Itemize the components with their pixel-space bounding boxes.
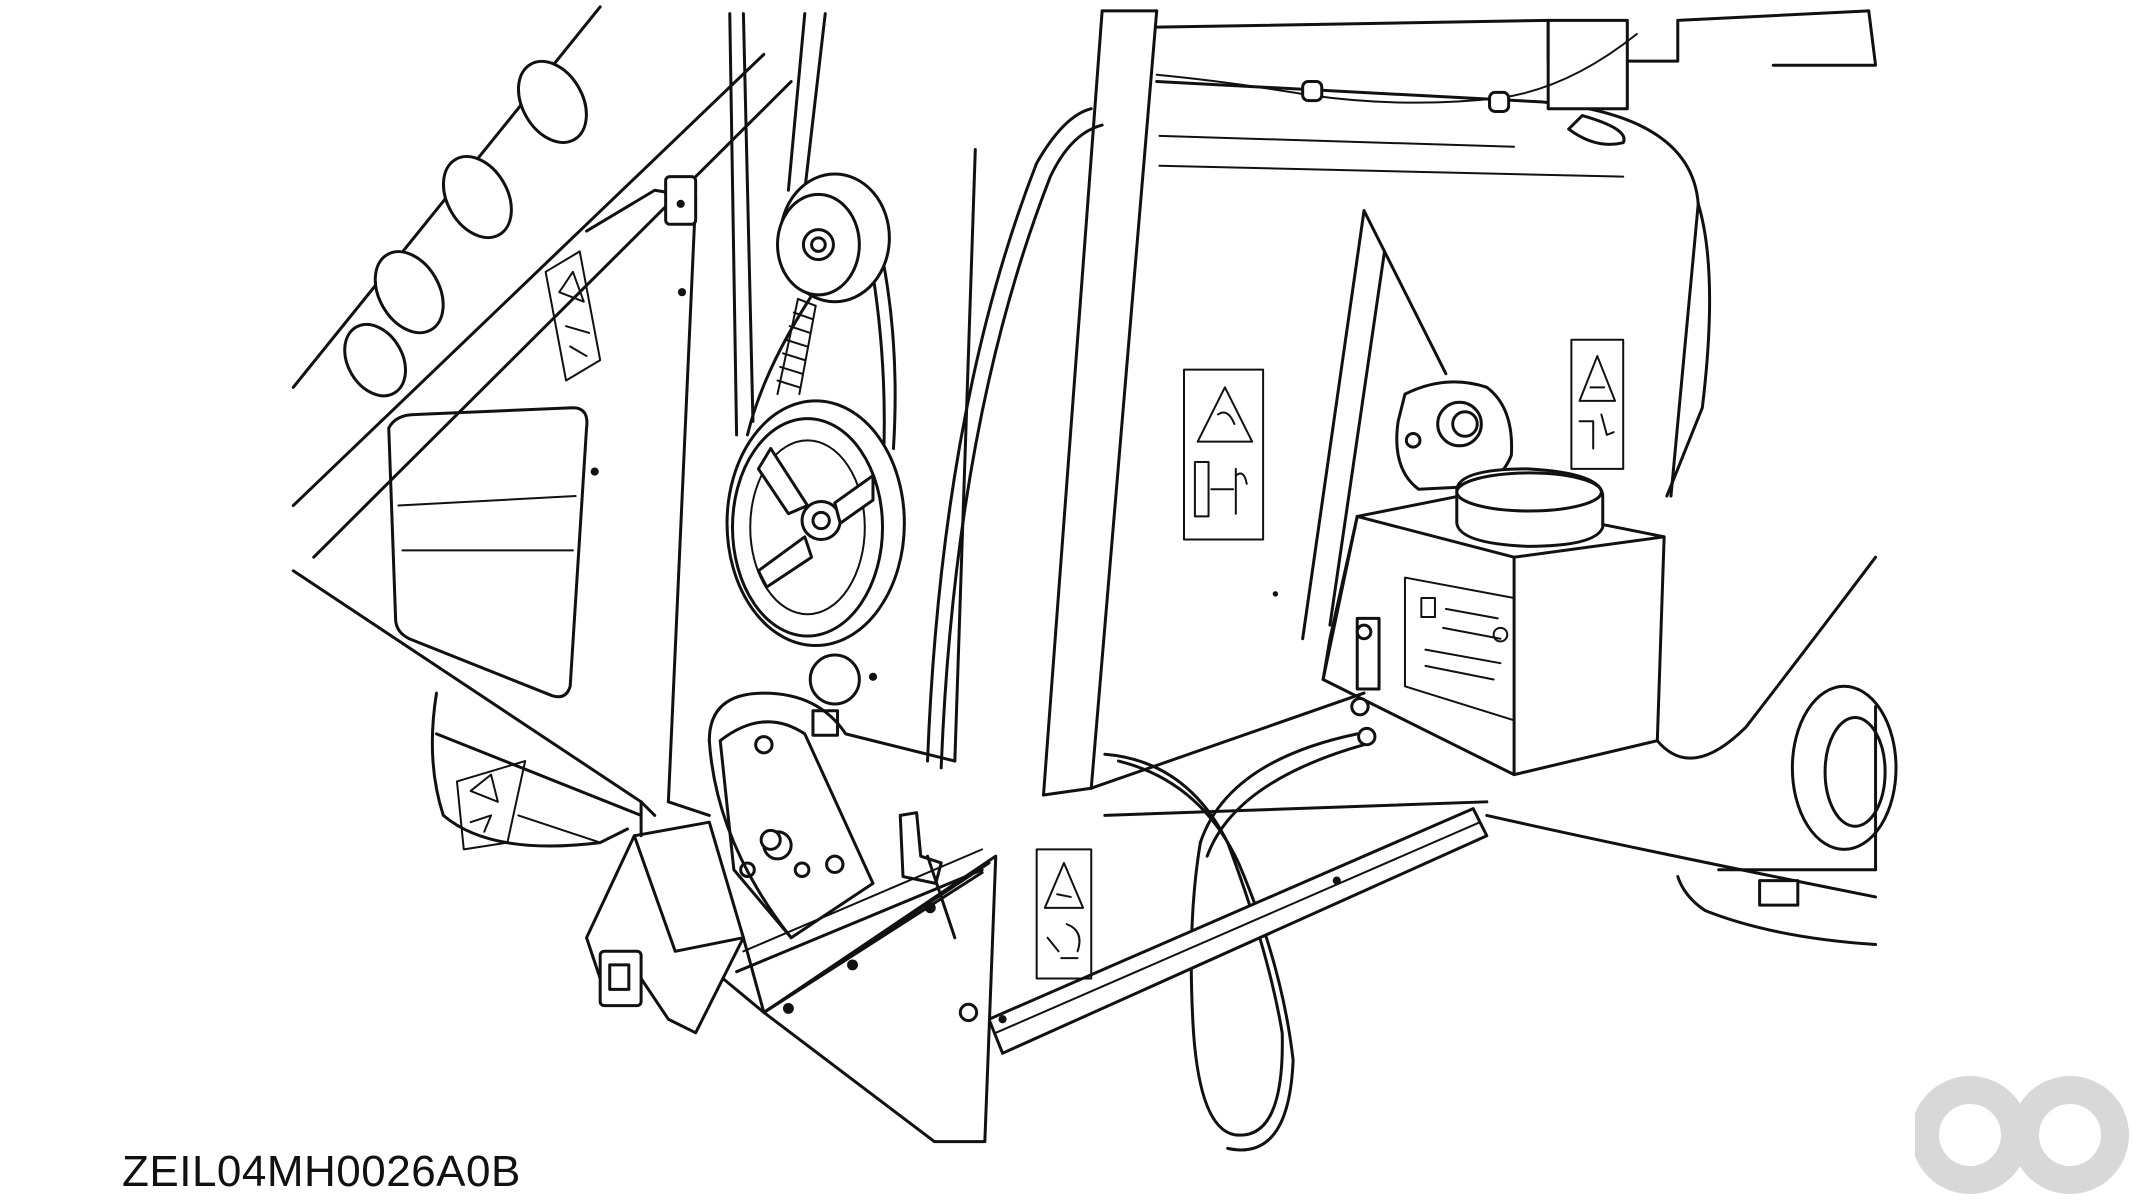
bracket-plate <box>709 693 955 938</box>
belt-drive <box>727 14 904 736</box>
figure-code-label: ZEIL04MH0026A0B <box>122 1147 521 1196</box>
far-right-parts <box>1487 204 1896 945</box>
warning-decal-boom <box>546 251 601 380</box>
reservoir-label-plate <box>1405 578 1514 721</box>
tensioner-spring <box>778 299 816 394</box>
upper-housing <box>1157 11 1876 496</box>
center-post <box>1043 11 1156 795</box>
lower-housing <box>432 693 641 849</box>
warning-decal-lower-left <box>457 761 525 849</box>
warning-decal-right <box>1571 340 1623 469</box>
right-panel <box>1184 211 1623 639</box>
upper-pulley <box>778 174 890 302</box>
lower-hitch <box>587 802 989 1033</box>
warning-decal-middle <box>1184 370 1263 540</box>
warning-decal-front <box>1037 849 1092 978</box>
lower-spoked-pulley <box>727 401 904 646</box>
hydraulic-hose <box>928 109 1364 1150</box>
double-circle-logo-icon <box>1915 1076 2129 1194</box>
boom-arm <box>293 7 791 557</box>
left-body-panel <box>293 177 695 816</box>
support-rods <box>668 149 1279 815</box>
lower-frame-rail <box>989 693 1487 1053</box>
reservoir-box <box>1323 469 1664 775</box>
